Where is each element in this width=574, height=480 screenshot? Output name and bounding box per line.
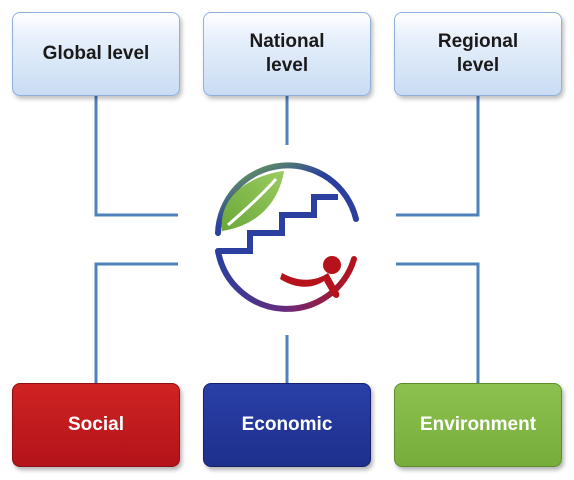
leaf-stairs-person-globe-icon [215,162,359,312]
economic-label: Economic [241,414,333,436]
global-level-label: Global level [42,43,150,65]
environment-box: Environment [394,383,562,467]
connector-environment [396,262,480,383]
environment-label: Environment [419,414,537,436]
social-box: Social [12,383,180,467]
connector-global [94,96,178,217]
social-label: Social [68,414,124,436]
economic-box: Economic [203,383,371,467]
connector-social [94,262,178,383]
global-level-box: Global level [12,12,180,96]
national-level-label: National level [249,31,325,76]
regional-level-label: Regional level [437,31,519,76]
national-level-box: National level [203,12,371,96]
regional-level-box: Regional level [394,12,562,96]
connector-regional [396,96,480,217]
